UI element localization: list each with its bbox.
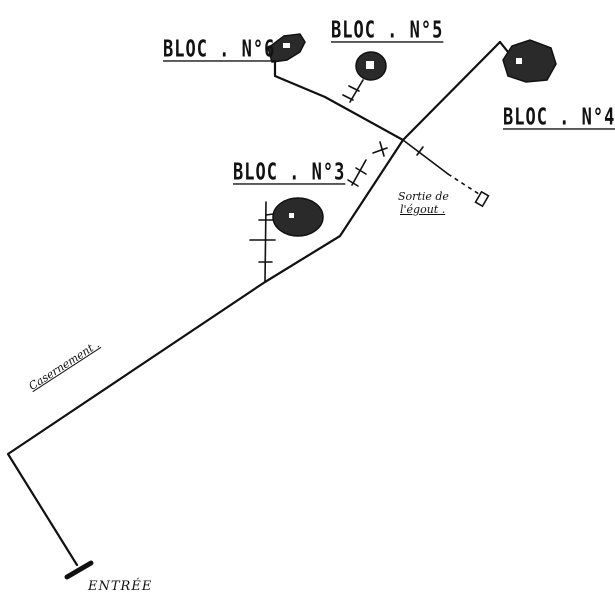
tick — [379, 141, 385, 157]
label-sewer-exit-line1: Sortie de — [398, 190, 449, 203]
label-bloc6: BLOC . N°6 — [163, 36, 276, 63]
map-diagram: BLOC . N°6 BLOC . N°5 BLOC . N°4 BLOC . … — [6, 17, 614, 594]
label-sewer-exit: Sortie de l'égout . — [398, 190, 449, 216]
bloc6-blockhouse — [267, 33, 306, 63]
tick — [355, 167, 367, 175]
tick — [342, 94, 354, 101]
bloc3-feeder — [264, 201, 267, 283]
label-bloc5: BLOC . N°5 — [331, 17, 444, 44]
main-tunnel — [6, 40, 502, 567]
label-entree: ENTRÉE — [88, 579, 153, 594]
upper-branch — [273, 56, 405, 142]
tick — [416, 146, 424, 156]
bloc5-stub — [349, 79, 364, 103]
map-drawing — [6, 33, 557, 580]
label-sewer-exit-line2: l'égout . — [400, 203, 446, 216]
bloc4-blockhouse — [502, 39, 557, 83]
label-bloc3: BLOC . N°3 — [233, 159, 346, 186]
sewer-exit-dashed — [447, 173, 483, 197]
sewer-exit-grate — [474, 190, 490, 208]
entrance-bar — [64, 560, 94, 580]
side-trench — [372, 147, 388, 154]
bloc3-blockhouse — [272, 197, 324, 237]
sewer-exit-line — [402, 139, 449, 175]
tick — [348, 85, 360, 92]
tick — [347, 179, 359, 187]
side-trench — [351, 159, 367, 186]
label-bloc4: BLOC . N°4 — [503, 104, 615, 131]
bloc5-blockhouse — [355, 51, 387, 81]
